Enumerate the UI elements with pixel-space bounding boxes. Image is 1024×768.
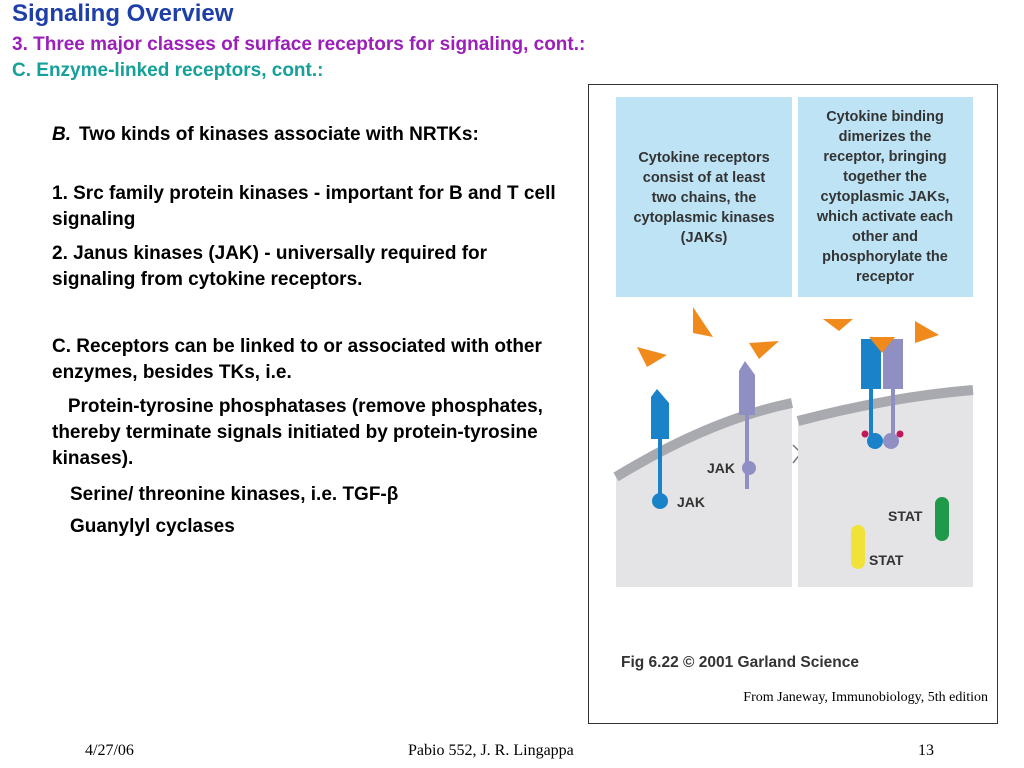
list-item-janus-kinases: 2. Janus kinases (JAK) - universally req…: [52, 243, 488, 290]
slide-subtitle-subsection: C. Enzyme-linked receptors, cont.:: [12, 60, 324, 81]
panel-2-text-area: [798, 97, 973, 297]
cytokine-triangle: [915, 321, 939, 343]
stat-label: STAT: [869, 552, 904, 568]
list-item-guanylyl-cyclases: Guanylyl cyclases: [70, 516, 235, 537]
phosphate-dot: [896, 430, 904, 438]
receptor-stalk-blue: [658, 439, 662, 501]
panel1-line: two chains, the: [652, 190, 757, 206]
panel2-line: cytoplasmic JAKs,: [821, 189, 950, 205]
panel2-line: which activate each: [816, 209, 953, 225]
figure-caption: Fig 6.22 © 2001 Garland Science: [621, 654, 859, 671]
panel-1-membrane: [613, 398, 794, 482]
panel2-line: receptor, bringing: [823, 149, 946, 165]
panel1-line: consist of at least: [643, 170, 766, 186]
figure-illustration: Cytokine receptors consist of at least two…: [613, 97, 974, 671]
panel-1-text-area: [616, 97, 792, 297]
phosphate-dot: [861, 430, 869, 438]
receptor-stalk-blue: [869, 389, 873, 447]
jak-kinase-purple: [883, 433, 899, 449]
list-item-phosphatases: Protein-tyrosine phosphatases (remove ph…: [52, 396, 549, 469]
point-b: B. Two kinds of kinases associate with NR…: [52, 122, 479, 148]
receptor-chain-purple: [883, 339, 903, 389]
panel2-line: receptor: [856, 269, 914, 285]
panel1-line: (JAKs): [681, 230, 728, 246]
point-c: C. Receptors can be linked to or associa…: [52, 336, 542, 383]
receptor-stalk-purple: [745, 415, 749, 489]
point-b-text: Two kinds of kinases associate with NRTK…: [79, 124, 479, 145]
stat-protein-green: [935, 497, 949, 541]
point-b-letter: B.: [52, 124, 71, 145]
panel2-line: dimerizes the: [839, 129, 932, 145]
receptor-stalk-purple: [891, 389, 895, 447]
panel-2-membrane: [796, 385, 974, 426]
footer-date: 4/27/06: [85, 742, 134, 759]
cytokine-triangle: [823, 319, 853, 331]
figure-credit: From Janeway, Immunobiology, 5th edition: [743, 690, 988, 705]
list-item-src-kinases: 1. Src family protein kinases - importan…: [52, 183, 556, 230]
cytokine-triangle: [637, 347, 667, 367]
cytokine-triangle: [749, 341, 779, 359]
stat-label: STAT: [888, 508, 923, 524]
figure-box: Cytokine receptors consist of at least two…: [588, 84, 998, 724]
panel-2: Cytokine binding dimerizes the receptor, b…: [796, 97, 974, 587]
panel-2-cytoplasm: [798, 390, 973, 587]
panel2-line: together the: [843, 169, 927, 185]
bound-cytokine: [869, 337, 895, 353]
panel-1: Cytokine receptors consist of at least two…: [613, 97, 794, 587]
list-item-serine-threonine: Serine/ threonine kinases, i.e. TGF-β: [70, 484, 399, 505]
receptor-chain-purple: [739, 361, 755, 415]
footer-page-number: 13: [918, 742, 934, 759]
cytokine-triangle: [693, 307, 713, 337]
jak-kinase-blue: [652, 493, 668, 509]
panel2-line: other and: [852, 229, 918, 245]
receptor-chain-blue: [651, 389, 669, 439]
receptor-chain-blue: [861, 339, 881, 389]
slide-title: Signaling Overview: [12, 0, 234, 27]
footer-course: Pabio 552, J. R. Lingappa: [408, 742, 574, 759]
panel2-line: Cytokine binding: [826, 109, 944, 125]
jak-kinase-purple: [742, 461, 756, 475]
slide-subtitle-section: 3. Three major classes of surface recept…: [12, 34, 586, 55]
panel1-line: cytoplasmic kinases: [633, 210, 774, 226]
jak-label: JAK: [707, 460, 735, 476]
panel-2-caption: Cytokine binding dimerizes the receptor, b…: [816, 109, 953, 285]
panel1-line: Cytokine receptors: [638, 150, 769, 166]
panel2-line: phosphorylate the: [822, 249, 948, 265]
jak-label: JAK: [677, 494, 705, 510]
jak-kinase-blue: [867, 433, 883, 449]
stat-protein-yellow: [851, 525, 865, 569]
panel-1-caption: Cytokine receptors consist of at least two…: [633, 150, 774, 246]
